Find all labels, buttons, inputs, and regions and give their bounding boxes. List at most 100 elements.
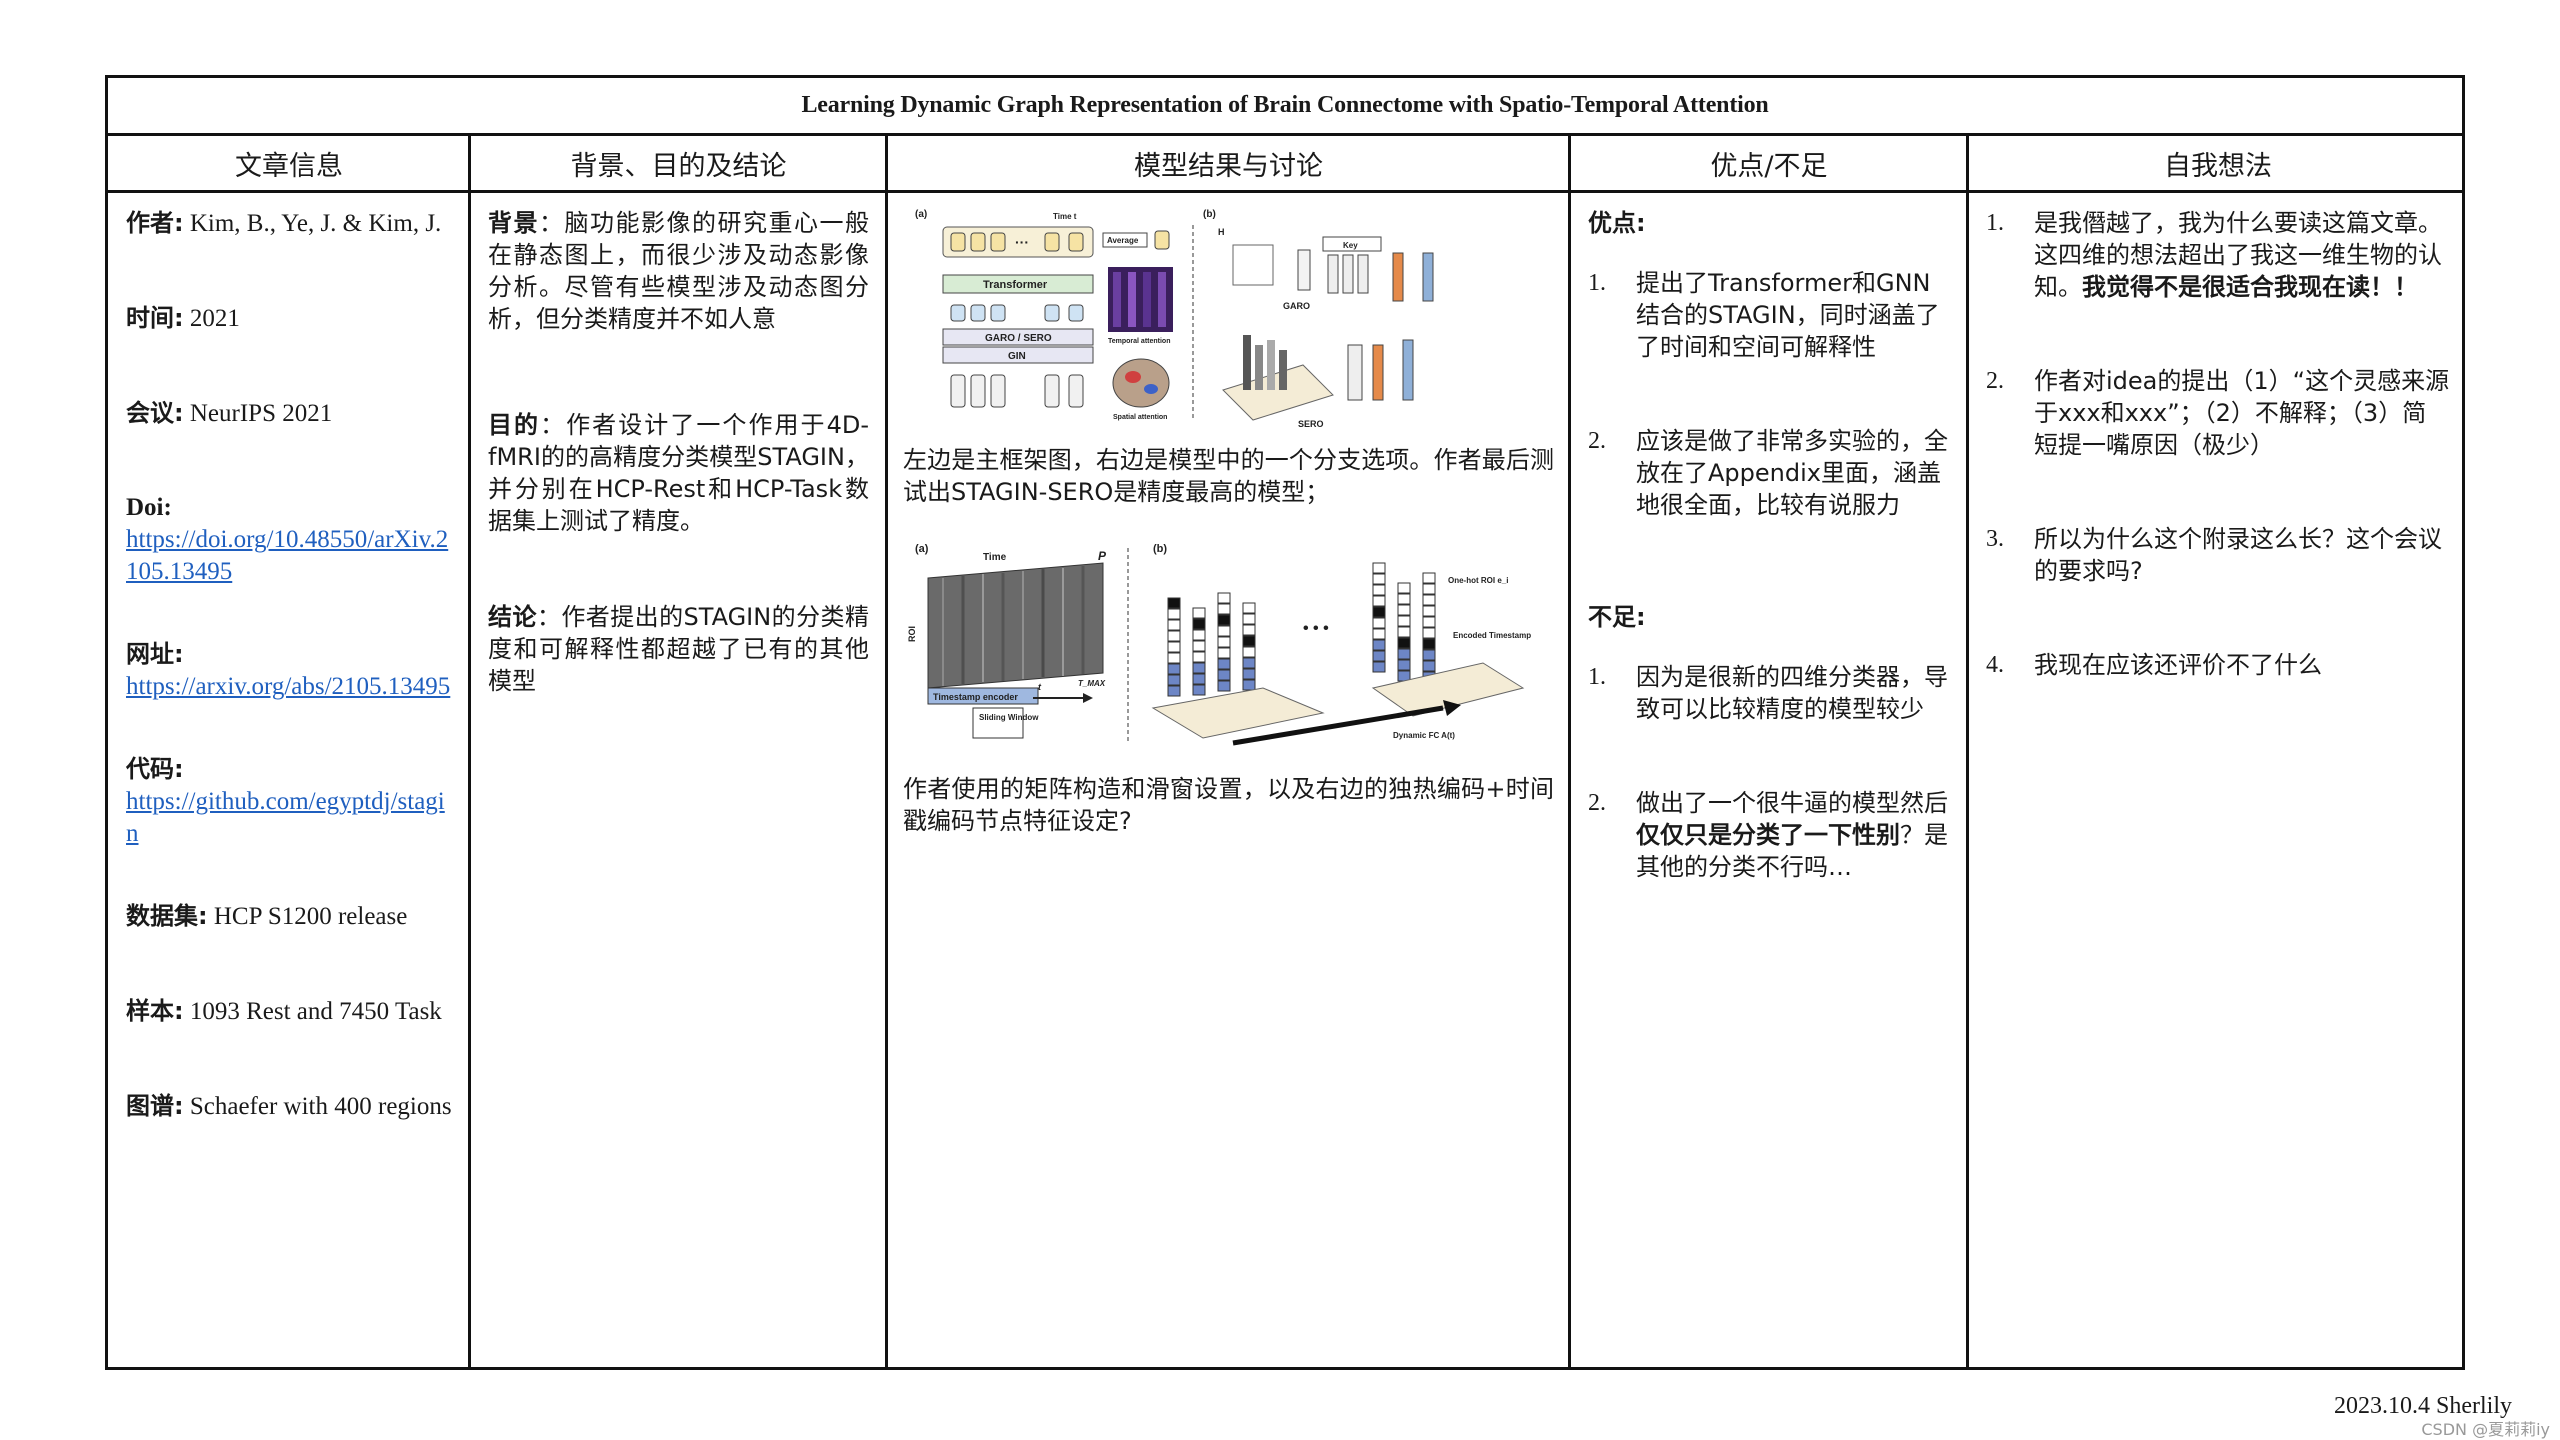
divider [468,136,471,1367]
thought-item: 3.所以为什么这个附录这么长？这个会议的要求吗? [1986,523,2450,587]
roi-cell [1372,606,1386,618]
roi-cell [1167,619,1181,631]
cons-emphasis: 仅仅只是分类了一下性别 [1636,821,1900,849]
fig1-temporal-attention-label: Temporal attention [1108,338,1170,345]
roi-cell [1217,669,1231,681]
results-column: (a) (b) Time t ··· Average Transformer [887,193,1570,1367]
list-number: 2. [1588,790,1606,816]
summary-table: Learning Dynamic Graph Representation of… [105,75,2465,1370]
list-number: 1. [1588,270,1606,296]
dataset-label: 数据集: [126,902,208,930]
header-thoughts: 自我想法 [2164,150,2272,182]
venue-value: NeurIPS 2021 [183,400,333,427]
author-value: Kim, B., Ye, J. & Kim, J. [183,210,442,237]
cons-text: 因为是很新的四维分类器，导致可以比较精度的模型较少 [1636,663,1948,723]
fig2-t-label: t [1038,682,1042,692]
header-results: 模型结果与讨论 [1134,150,1323,182]
thought-text: 我现在应该还评价不了什么 [2034,651,2322,679]
roi-cell [1397,626,1411,638]
conclusion-text: ：作者提出的STAGIN的分类精度和可解释性都超越了已有的其他模型 [488,603,869,695]
pros-item: 2.应该是做了非常多实验的，全放在了Appendix里面，涵盖地很全面，比较有说… [1588,425,1950,521]
roi-cell [1372,617,1386,629]
cons-item: 2. 做出了一个很牛逼的模型然后仅仅只是分类了一下性别？是其他的分类不行吗… [1588,787,1950,883]
roi-cell [1217,647,1231,659]
author-label: 作者: [126,209,184,237]
fig2-dots: • • • [1303,620,1329,637]
roi-cell [1372,573,1386,585]
list-number: 3. [1986,526,2004,552]
roi-cell [1167,663,1181,675]
roi-cell [1192,673,1206,685]
header-pros-cons: 优点/不足 [1710,150,1828,182]
fig1-h-label: H [1218,227,1225,237]
thought-emphasis: 我觉得不是很适合我现在读！！ [2082,273,2418,301]
arxiv-link[interactable]: https://arxiv.org/abs/2105.13495 [126,673,451,700]
header-article-info: 文章信息 [235,150,343,182]
url-label: 网址: [126,640,184,668]
roi-cell [1217,636,1231,648]
background-label: 背景 [488,209,539,237]
time-label: 时间: [126,304,184,332]
footer-date-author: 2023.10.4 Sherlily [2334,1393,2512,1419]
roi-cell [1192,651,1206,663]
thoughts-column: 1.是我僭越了，我为什么要读这篇文章。这四维的想法超出了我这一维生物的认知。我觉… [1968,193,2468,1367]
fig1-garo-sero-label: GARO / SERO [985,333,1052,344]
list-number: 4. [1986,652,2004,678]
thought-text: 作者对idea的提出（1）“这个灵感来源于xxx和xxx”；（2）不解释；（3）… [2034,367,2450,459]
figure2-caption: 作者使用的矩阵构造和滑窗设置，以及右边的独热编码+时间戳编码节点特征设定? [903,775,1554,835]
fig1-gin-label: GIN [1008,351,1026,362]
fig1-sero-label: SERO [1298,419,1324,429]
thoughts-list: 1.是我僭越了，我为什么要读这篇文章。这四维的想法超出了我这一维生物的认知。我觉… [1986,207,2450,681]
atlas-info: 图谱: Schaefer with 400 regions [126,1090,452,1123]
roi-cell [1372,628,1386,640]
pros-text: 应该是做了非常多实验的，全放在了Appendix里面，涵盖地很全面，比较有说服力 [1636,427,1948,519]
url-info: 网址: https://arxiv.org/abs/2105.13495 [126,638,452,703]
roi-cell [1217,680,1231,692]
background-column: 背景：脑功能影像的研究重心一般在静态图上，而很少涉及动态影像分析。尽管有些模型涉… [470,193,887,1367]
code-label: 代码: [126,755,184,783]
roi-cell [1422,572,1436,584]
roi-cell [1242,657,1256,669]
author-info: 作者: Kim, B., Ye, J. & Kim, J. [126,207,452,240]
fig2-encoded-timestamp-label: Encoded Timestamp φ(t) [1453,631,1533,640]
cons-text: 做出了一个很牛逼的模型然后 [1636,789,1948,817]
onehot-column-group [1167,562,1436,697]
roi-cell [1242,635,1256,647]
cons-text: ？是其他的分类不行吗… [1636,821,1948,881]
venue-label: 会议: [126,399,184,427]
list-number: 1. [1986,210,2004,236]
roi-cell [1192,640,1206,652]
fig1-key-label: Key [1343,241,1358,250]
roi-cell [1372,661,1386,673]
time-value: 2021 [183,305,240,332]
aim-text: ：作者设计了一个作用于4D-fMRI的的高精度分类模型STAGIN，并分别在HC… [488,411,869,535]
roi-cell [1217,592,1231,604]
cons-list: 1. 因为是很新的四维分类器，导致可以比较精度的模型较少 2. 做出了一个很牛逼的模… [1588,661,1950,883]
fig1-transformer-label: Transformer [983,279,1048,291]
article-info-column: 作者: Kim, B., Ye, J. & Kim, J. 时间: 2021 会… [108,193,470,1367]
fig2-roi-label: ROI [907,626,917,642]
fig2-p-label: P [1098,549,1107,563]
divider [1568,136,1571,1367]
roi-cell [1422,583,1436,595]
fig2-label-b: (b) [1153,543,1167,555]
doi-link[interactable]: https://doi.org/10.48550/arXiv.2105.1349… [126,526,449,585]
fig2-label-a: (a) [915,543,929,555]
github-link[interactable]: https://github.com/egyptdj/stagin [126,788,445,847]
paper-title: Learning Dynamic Graph Representation of… [108,78,2462,136]
roi-cell [1242,679,1256,691]
watermark: CSDN @夏莉莉iy [2421,1420,2550,1439]
fig1-time-label: Time t [1053,212,1077,221]
list-number: 1. [1588,664,1606,690]
divider [885,136,888,1367]
roi-cell [1192,629,1206,641]
roi-cell [1372,584,1386,596]
roi-cell [1167,608,1181,620]
pros-heading: 优点: [1588,209,1646,237]
cons-item: 1. 因为是很新的四维分类器，导致可以比较精度的模型较少 [1588,661,1950,725]
fig2-timestamp-encoder-label: Timestamp encoder [933,692,1018,702]
roi-cell [1167,597,1181,609]
fig1-spatial-attention-label: Spatial attention [1113,414,1167,421]
roi-cell [1242,646,1256,658]
aim-label: 目的 [488,411,541,439]
